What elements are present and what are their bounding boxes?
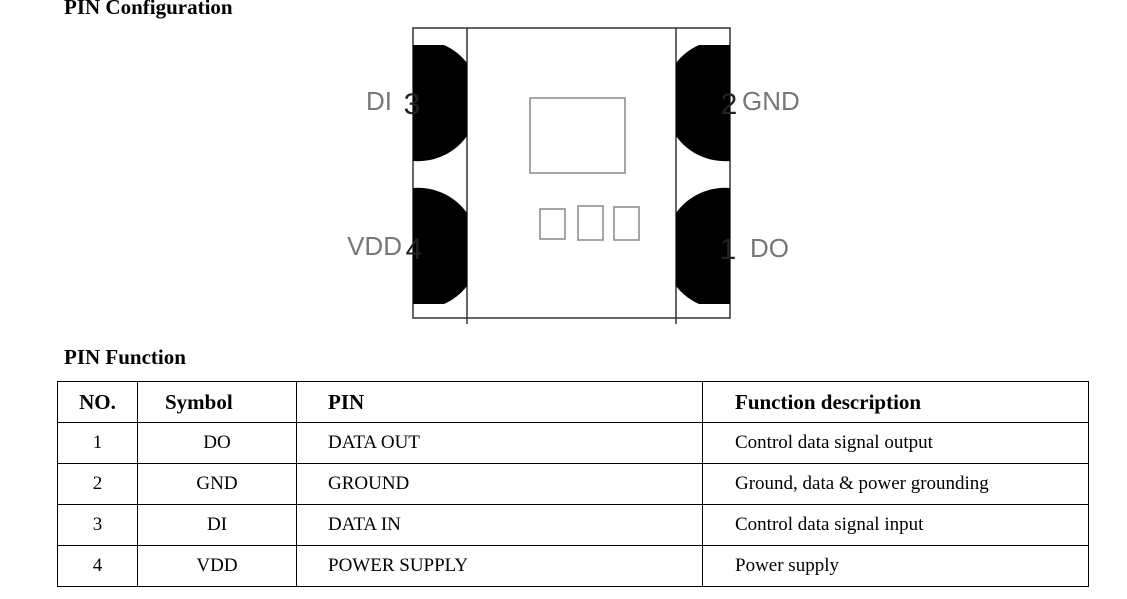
cell-symbol: DI: [137, 504, 297, 546]
led-chip-1: [539, 208, 566, 240]
die-square: [529, 97, 626, 174]
pin-function-table: NO. Symbol PIN Function description 1 DO…: [57, 381, 1089, 587]
cell-pin: POWER SUPPLY: [296, 545, 703, 587]
cell-function: Power supply: [702, 545, 1089, 587]
cell-function: Control data signal input: [702, 504, 1089, 546]
led-chip-3: [613, 206, 640, 241]
cell-pin: DATA IN: [296, 504, 703, 546]
pin-pad-1: [676, 187, 730, 304]
pin-configuration-title: PIN Configuration: [64, 0, 233, 19]
pin-function-title: PIN Function: [64, 345, 186, 369]
cell-no: 3: [57, 504, 138, 546]
cell-symbol: DO: [137, 422, 297, 464]
cell-no: 4: [57, 545, 138, 587]
pin-configuration-diagram: 3 DI 4 VDD 2 GND 1 DO: [347, 27, 800, 324]
table-row: 3 DI DATA IN Control data signal input: [57, 504, 1089, 546]
pin-number-2: 2: [721, 88, 738, 121]
pin-pad-2: [676, 45, 730, 162]
cell-no: 2: [57, 463, 138, 505]
pin-number-4: 4: [406, 233, 423, 266]
pin-label-di: DI: [366, 86, 392, 116]
header-pin: PIN: [296, 381, 703, 423]
cell-pin: GROUND: [296, 463, 703, 505]
header-function: Function description: [702, 381, 1089, 423]
pin-pad-4: [413, 187, 467, 304]
table-row: 2 GND GROUND Ground, data & power ground…: [57, 463, 1089, 505]
table-row: 1 DO DATA OUT Control data signal output: [57, 422, 1089, 464]
cell-pin: DATA OUT: [296, 422, 703, 464]
cell-no: 1: [57, 422, 138, 464]
table-row: 4 VDD POWER SUPPLY Power supply: [57, 545, 1089, 587]
cell-symbol: GND: [137, 463, 297, 505]
header-symbol: Symbol: [137, 381, 297, 423]
cell-function: Control data signal output: [702, 422, 1089, 464]
pin-label-gnd: GND: [742, 86, 800, 116]
pin-label-vdd: VDD: [347, 231, 402, 261]
pin-number-3: 3: [404, 88, 421, 121]
header-no: NO.: [57, 381, 138, 423]
cell-symbol: VDD: [137, 545, 297, 587]
pin-pad-3: [413, 45, 467, 162]
cell-function: Ground, data & power grounding: [702, 463, 1089, 505]
pin-number-1: 1: [720, 233, 737, 266]
pin-label-do: DO: [750, 233, 789, 263]
led-chip-2: [577, 205, 604, 241]
table-header-row: NO. Symbol PIN Function description: [57, 381, 1089, 423]
